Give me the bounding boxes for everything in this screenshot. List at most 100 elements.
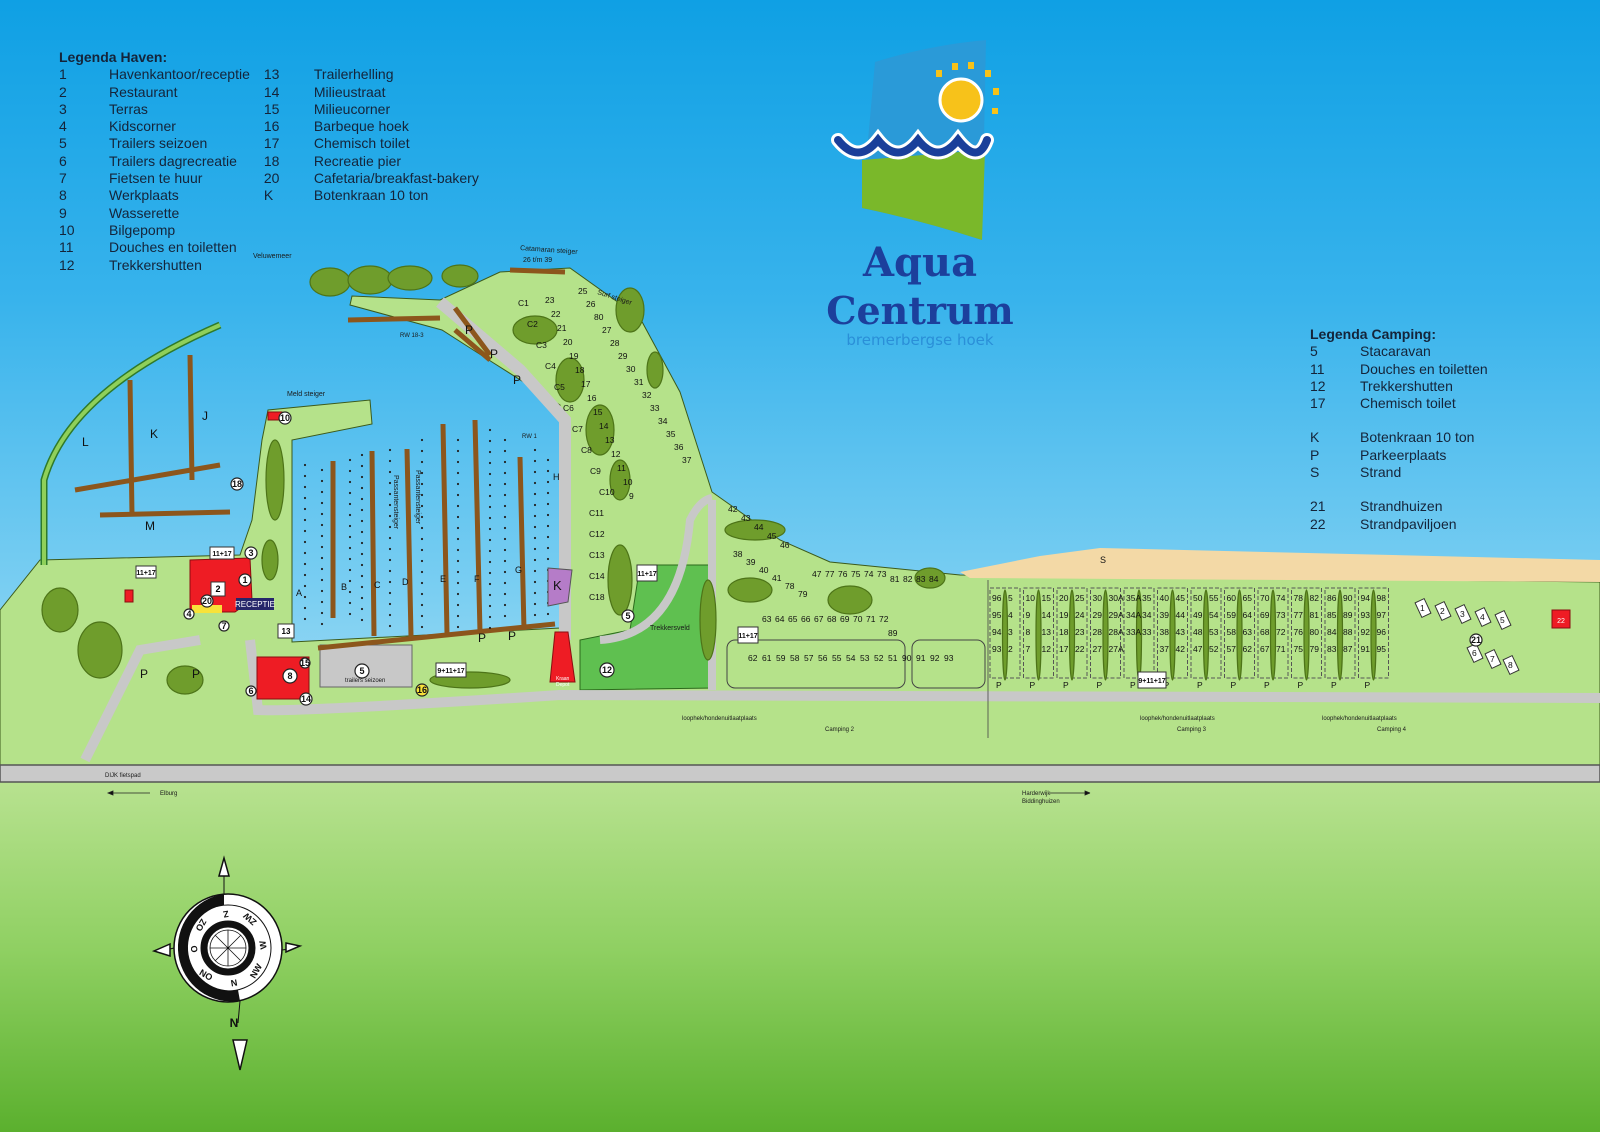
pitch-number: 20 <box>563 337 573 347</box>
facility-box[interactable]: 11+17 <box>737 626 759 644</box>
berth-dot <box>348 480 352 484</box>
berth-dot <box>388 481 392 485</box>
facility-box[interactable]: 11+17 <box>209 546 235 560</box>
pier-letters: L K J M A B C D E F G H K S P P P P P P … <box>82 323 1106 681</box>
pitch-number: 75 <box>851 569 861 579</box>
pitch-number: 63 <box>762 614 772 624</box>
facility-box[interactable]: 11+17 <box>636 564 658 582</box>
badge-5[interactable]: 5 <box>354 663 370 679</box>
badge-20[interactable]: 20 <box>200 594 214 608</box>
legend-haven-title: Legenda Haven: <box>59 49 168 65</box>
legend-label: Parkeerplaats <box>1360 446 1447 463</box>
badge-8[interactable]: 8 <box>282 668 298 684</box>
pitch-number: C13 <box>589 550 605 560</box>
pitch-number: 29 <box>618 351 628 361</box>
badge-5-stacaravan[interactable]: 5 <box>621 609 635 623</box>
badge-15[interactable]: 15 <box>299 657 311 669</box>
pitch-number: 42 <box>1176 644 1186 654</box>
berth-dot <box>320 512 324 516</box>
badge-4[interactable]: 4 <box>183 608 195 620</box>
strandhuis <box>1474 606 1492 628</box>
pitch-number: 53 <box>860 653 870 663</box>
facility-box[interactable]: 9+11+17 <box>435 662 467 678</box>
badge-18[interactable]: 18 <box>230 477 244 491</box>
pitch-number: 27 <box>1093 644 1103 654</box>
berth-dot <box>456 449 460 453</box>
berth-dot <box>320 534 324 538</box>
berth-dot <box>320 556 324 560</box>
badge-1[interactable]: 1 <box>238 573 252 587</box>
pitch-number: 76 <box>838 569 848 579</box>
berth-dot <box>360 497 364 501</box>
badge-6[interactable]: 6 <box>245 685 257 697</box>
legend-label: Milieucorner <box>313 100 391 117</box>
badge-13[interactable]: 13 <box>282 627 291 636</box>
pitch-number: 72 <box>1276 627 1286 637</box>
pitch-number: 22 <box>1075 644 1085 654</box>
badge-16[interactable]: 16 <box>415 683 429 697</box>
berth-dot <box>503 438 507 442</box>
legend-key: 22 <box>1310 515 1326 532</box>
strandhuis-number: 4 <box>1480 612 1485 622</box>
pitch-number: 34 <box>658 416 668 426</box>
pitch-number: 59 <box>1227 610 1237 620</box>
badge-22[interactable]: 22 <box>1557 618 1565 625</box>
berth-dot <box>420 460 424 464</box>
pitch-number: 44 <box>754 522 764 532</box>
badge-7[interactable]: 7 <box>218 620 230 632</box>
pitch-number: 38 <box>733 549 743 559</box>
pitch-number: 27A <box>1109 644 1124 654</box>
pitch-number: 57 <box>804 653 814 663</box>
badge-14[interactable]: 14 <box>299 692 313 706</box>
pitch-number: 76 <box>1294 627 1304 637</box>
hedge <box>1068 589 1076 681</box>
legend-label: Strandhuizen <box>1360 498 1443 515</box>
berth-dot <box>388 536 392 540</box>
hedge <box>1303 589 1310 681</box>
pitch-number: 88 <box>1343 627 1353 637</box>
label-receptie: RECEPTIE <box>235 600 275 609</box>
pitch-number: C1 <box>518 298 529 308</box>
peninsula-road <box>436 297 571 640</box>
berth-dot <box>303 551 307 555</box>
pitch-number: 74 <box>864 569 874 579</box>
pitch-number: 25 <box>578 286 588 296</box>
facility-box[interactable]: 9+11+17 <box>1137 671 1167 689</box>
pitch-number: 78 <box>1294 593 1304 603</box>
badge-12[interactable]: 12 <box>599 662 615 678</box>
berth-dot <box>360 563 364 567</box>
berth-markers <box>303 428 550 630</box>
berth-dot <box>488 428 492 432</box>
facility-box[interactable]: 11+17 <box>135 565 157 579</box>
badge-3[interactable]: 3 <box>244 546 258 560</box>
compass-w: W <box>257 939 268 950</box>
berth-dot <box>420 493 424 497</box>
berth-dot <box>503 526 507 530</box>
berth-dot <box>488 439 492 443</box>
berth-dot <box>546 469 550 473</box>
pitch-number: 71 <box>866 614 876 624</box>
parking-letter: P <box>478 631 486 645</box>
pitch-number: 9 <box>1026 610 1031 620</box>
badge-10[interactable]: 10 <box>278 411 292 425</box>
berth-dot <box>303 617 307 621</box>
berth-dot <box>533 492 537 496</box>
svg-text:21: 21 <box>1471 635 1481 645</box>
badge-21[interactable]: 21 <box>1469 633 1483 647</box>
pitch-number: 26 <box>586 299 596 309</box>
berth-dot <box>456 438 460 442</box>
pitch-number: 84 <box>1327 627 1337 637</box>
legend-label: Trekkershutten <box>109 256 202 273</box>
pitch-number: 15 <box>1042 593 1052 603</box>
badge-2[interactable]: 2 <box>215 584 220 594</box>
access-road <box>80 635 1600 763</box>
berth-dot <box>456 559 460 563</box>
pitch-number: 18 <box>575 365 585 375</box>
sun-rays-icon <box>936 62 999 114</box>
